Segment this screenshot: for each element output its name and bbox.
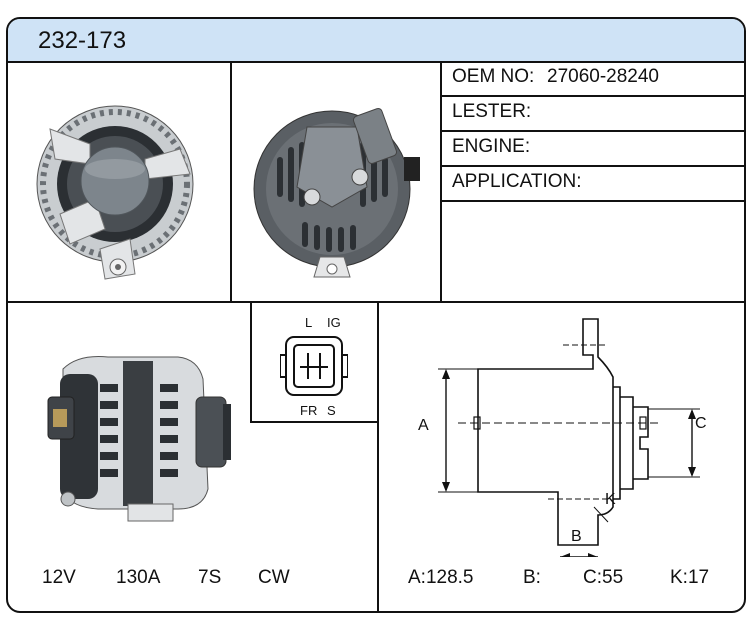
- spec-rotation: CW: [258, 567, 290, 588]
- dimension-value-b: B:: [523, 567, 541, 588]
- alternator-rear-view-image: [253, 108, 420, 278]
- application-row: APPLICATION:: [442, 166, 744, 202]
- application-label: APPLICATION:: [452, 171, 582, 192]
- dimension-label-k: K: [605, 491, 616, 508]
- alternator-side-view-image: [47, 356, 231, 522]
- alternator-front-view-image: [36, 105, 194, 280]
- col-divider-3: [377, 301, 379, 611]
- dimension-label-b: B: [571, 528, 582, 545]
- connector-label-l: L: [305, 315, 313, 330]
- spec-pulley: 7S: [198, 567, 222, 588]
- connector-label-s: S: [327, 403, 336, 418]
- col-divider-2: [440, 61, 442, 301]
- lester-label: LESTER:: [452, 101, 532, 122]
- connector-box-bottom: [250, 421, 379, 423]
- header-bar: 232-173: [8, 19, 744, 63]
- connector-box-left: [250, 301, 252, 423]
- row-divider: [8, 301, 744, 303]
- dimension-value-k: K:17: [670, 567, 710, 588]
- dimension-label-c: C: [695, 415, 707, 432]
- oem-label: OEM NO:: [452, 66, 535, 87]
- spec-voltage: 12V: [42, 567, 76, 588]
- oem-row: OEM NO: 27060-28240: [442, 61, 744, 97]
- dimension-value-a: A:128.5: [408, 567, 474, 588]
- engine-label: ENGINE:: [452, 136, 531, 157]
- dimension-label-a: A: [418, 417, 429, 434]
- part-number-title: 232-173: [38, 27, 127, 54]
- oem-value: 27060-28240: [547, 66, 659, 87]
- connector-label-fr: FR: [300, 403, 318, 418]
- lester-row: LESTER:: [442, 96, 744, 132]
- product-sheet: 232-173 OEM NO: 27060-28240 LESTER: ENGI…: [6, 17, 746, 613]
- spec-amperage: 130A: [116, 567, 161, 588]
- col-divider-1: [230, 61, 232, 301]
- engine-row: ENGINE:: [442, 131, 744, 167]
- connector-label-ig: IG: [327, 315, 341, 330]
- dimension-value-c: C:55: [583, 567, 624, 588]
- dimension-drawing: [438, 318, 700, 557]
- connector-plug-diagram: [280, 336, 348, 396]
